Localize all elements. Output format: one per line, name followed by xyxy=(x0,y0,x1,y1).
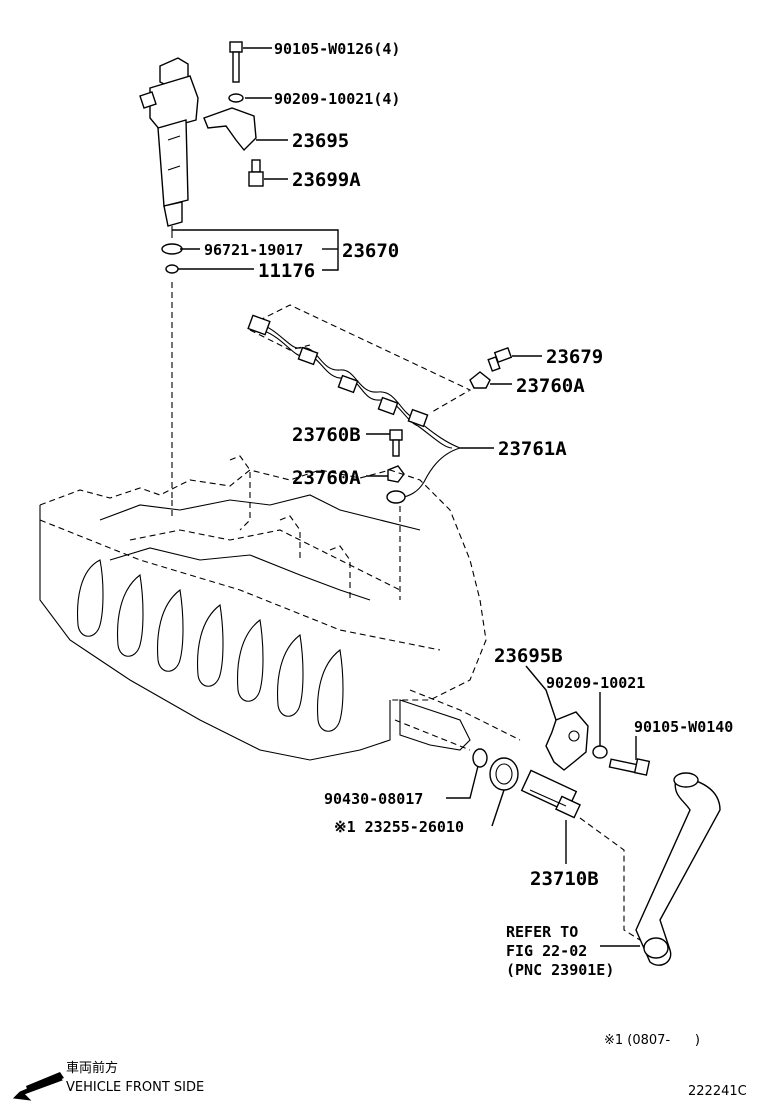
figure-code: 222241C xyxy=(688,1084,747,1099)
clamp-23760a-lower-drawing xyxy=(387,465,405,483)
arrow-down-left-icon xyxy=(12,1072,64,1101)
fuel-pipe-drawing xyxy=(247,304,472,504)
label-sensor-small: 23699A xyxy=(292,169,361,191)
bolt-top-drawing xyxy=(229,41,243,83)
washer-right-drawing xyxy=(592,745,608,759)
label-gasket: 96721-19017 xyxy=(204,241,303,259)
gasket-lower-drawing xyxy=(472,748,488,768)
valve-23710b-drawing xyxy=(520,769,581,819)
bracket-23695b-drawing xyxy=(545,711,589,771)
label-valve-23710b: 23710B xyxy=(530,868,599,890)
label-injector-assy: 23670 xyxy=(342,240,399,262)
cylinder-head-drawing xyxy=(39,455,521,761)
washer-top-drawing xyxy=(228,93,244,103)
label-washer-top: 90209-10021(4) xyxy=(274,90,400,108)
seal-ring-drawing xyxy=(165,264,179,274)
bolt-23679-drawing xyxy=(487,347,513,372)
label-bolt-right: 90105-W0140 xyxy=(634,718,733,736)
refer-line-1: REFER TO xyxy=(506,923,578,941)
label-seal-ring: 11176 xyxy=(258,260,315,282)
refer-line-2: FIG 22-02 xyxy=(506,942,587,960)
clamp-23760a-upper-drawing xyxy=(469,371,491,389)
label-oring-lower: ※1 23255-26010 xyxy=(334,818,464,836)
label-gasket-lower: 90430-08017 xyxy=(324,790,423,808)
label-bracket-23695b: 23695B xyxy=(494,645,563,667)
label-fuel-pipe: 23761A xyxy=(498,438,567,460)
label-bolt-top: 90105-W0126(4) xyxy=(274,40,400,58)
footnote: ※1 (0807- ) xyxy=(604,1033,700,1048)
label-bolt-23679: 23679 xyxy=(546,346,603,368)
gasket-ring-drawing xyxy=(161,243,183,255)
direction-japanese: 車両前方 xyxy=(66,1060,118,1076)
oring-lower-drawing xyxy=(489,757,519,791)
label-clamp: 23695 xyxy=(292,130,349,152)
refer-line-3: (PNC 23901E) xyxy=(506,961,614,979)
fuel-hose-drawing xyxy=(635,772,721,966)
bolt-right-drawing xyxy=(608,758,651,776)
label-clamp-23760a-lower: 23760A xyxy=(292,467,361,489)
bolt-23760b-drawing xyxy=(389,429,403,457)
label-bolt-23760b: 23760B xyxy=(292,424,361,446)
clamp-drawing xyxy=(203,107,257,152)
direction-english: VEHICLE FRONT SIDE xyxy=(66,1080,204,1095)
label-clamp-23760a-upper: 23760A xyxy=(516,375,585,397)
injector-drawing xyxy=(139,57,199,238)
label-washer-right: 90209-10021 xyxy=(546,674,645,692)
sensor-small-drawing xyxy=(248,159,264,187)
